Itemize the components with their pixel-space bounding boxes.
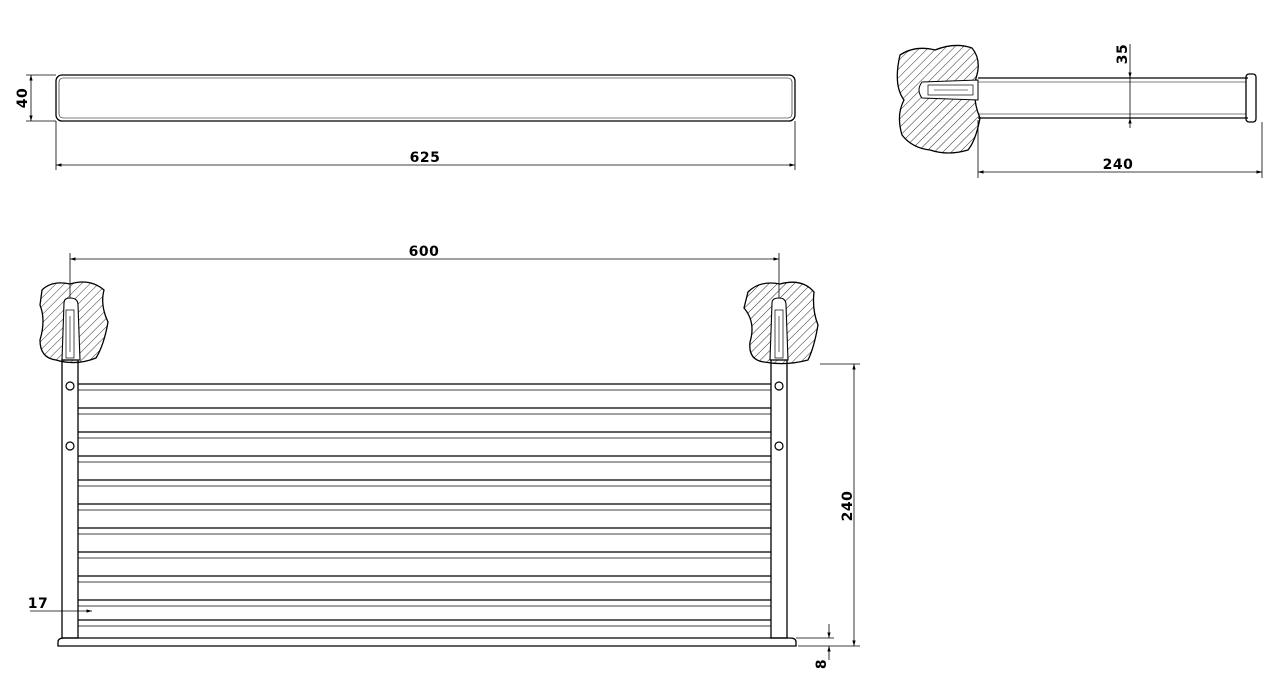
bar-outline <box>55 74 796 122</box>
top-view <box>55 74 796 122</box>
dim-label-240-front: 240 <box>840 491 856 522</box>
dimension-front-span <box>69 253 780 310</box>
slats <box>78 383 771 627</box>
screw-icon <box>774 381 784 391</box>
dimension-top-height <box>26 74 56 122</box>
left-post <box>61 359 79 639</box>
dimension-side-depth <box>977 120 1263 178</box>
dim-label-17: 17 <box>28 596 48 612</box>
dimension-top-length <box>55 121 796 170</box>
dim-label-35: 35 <box>1115 44 1131 64</box>
dim-label-625: 625 <box>410 150 441 166</box>
screw-icon <box>774 441 784 451</box>
wall-section-hatch <box>896 44 981 154</box>
bar-inner <box>58 77 793 119</box>
dim-label-40: 40 <box>15 88 31 108</box>
screw-icon <box>65 441 75 451</box>
screw-icon <box>65 381 75 391</box>
dim-label-600: 600 <box>409 244 440 260</box>
right-wall-bracket <box>743 281 819 365</box>
base-rail <box>57 637 797 647</box>
screws <box>65 381 784 451</box>
dim-label-240-side: 240 <box>1103 157 1134 173</box>
left-wall-bracket <box>39 281 109 364</box>
dim-label-8: 8 <box>814 659 830 669</box>
side-view <box>896 44 1257 154</box>
right-post <box>770 359 788 639</box>
dimension-front-base <box>796 624 834 660</box>
front-frame <box>57 359 797 647</box>
